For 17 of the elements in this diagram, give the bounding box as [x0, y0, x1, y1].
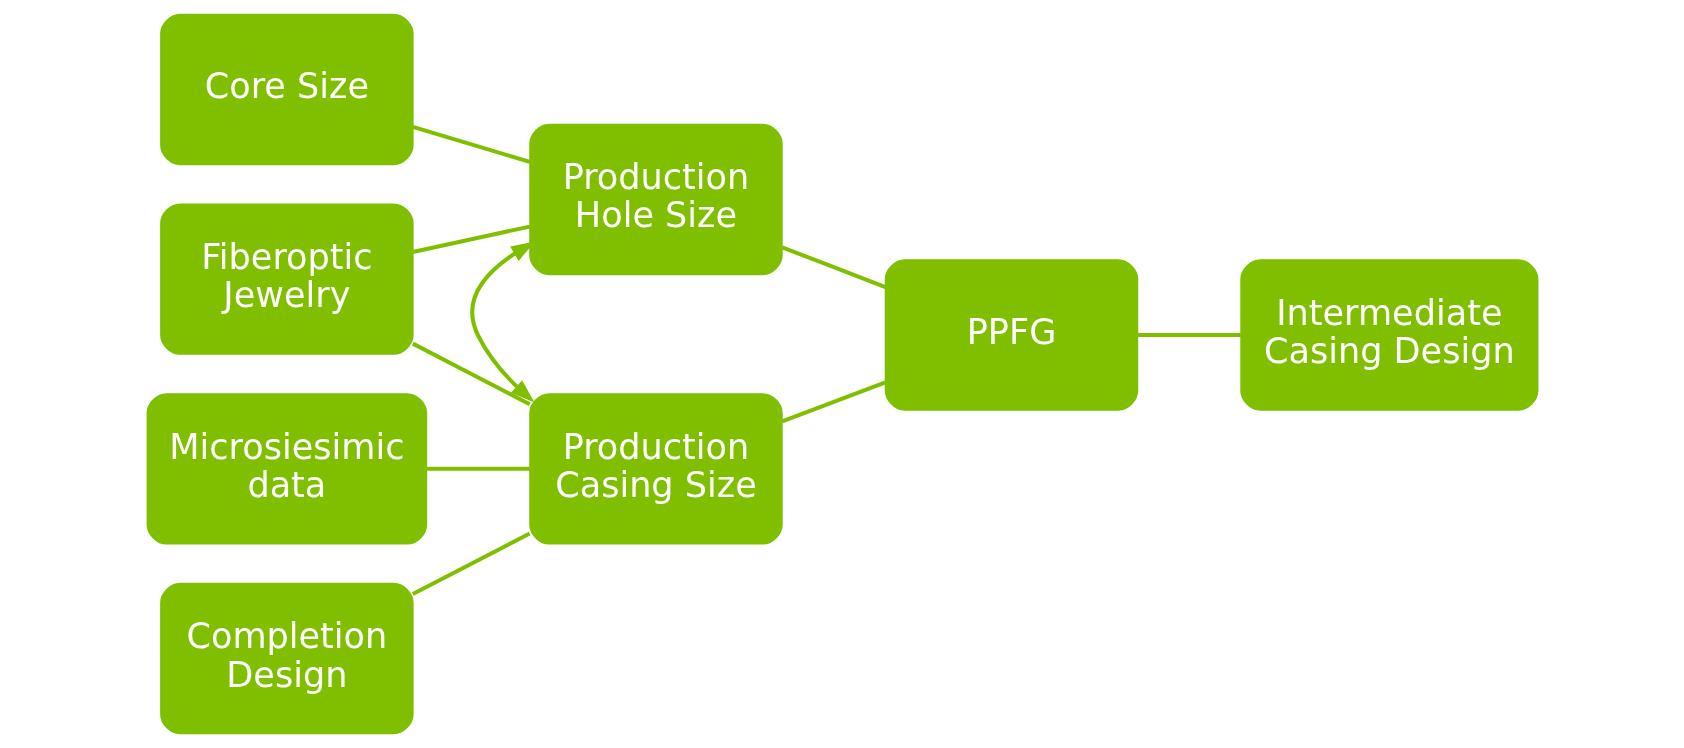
- connector: [781, 380, 886, 424]
- node-box: Core Size: [159, 13, 414, 166]
- node-box: Intermediate Casing Design: [1239, 259, 1538, 411]
- connector: [411, 224, 530, 254]
- connector: [411, 124, 530, 164]
- node-box: Completion Design: [159, 582, 414, 735]
- connector: [1137, 332, 1241, 337]
- arrow: [469, 241, 535, 403]
- node-box: Production Hole Size: [528, 123, 783, 276]
- connector: [411, 341, 531, 406]
- connector: [781, 245, 886, 289]
- node-box: Production Casing Size: [528, 393, 783, 545]
- node-box: Fiberoptic Jewelry: [159, 203, 414, 355]
- connector: [426, 466, 530, 471]
- node-box: Microsiesimic data: [146, 393, 427, 545]
- node-box: PPFG: [884, 259, 1138, 411]
- connector: [411, 531, 531, 596]
